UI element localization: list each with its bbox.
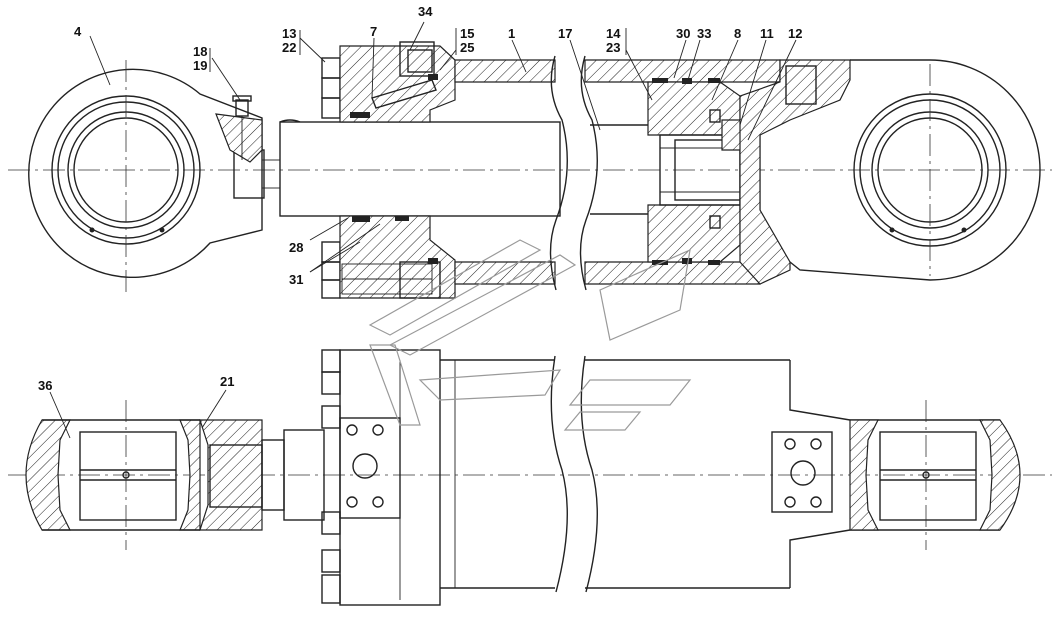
exterior-view bbox=[8, 349, 1052, 606]
cylinder-head bbox=[339, 41, 456, 299]
callout-36: 36 bbox=[38, 378, 52, 393]
callout-7: 7 bbox=[370, 24, 377, 39]
barrel-exterior bbox=[440, 355, 851, 593]
callout-21: 21 bbox=[220, 374, 234, 389]
callout-22: 22 bbox=[282, 40, 296, 55]
callout-34: 34 bbox=[418, 4, 433, 19]
rod-eye-left-exterior bbox=[25, 400, 325, 550]
callout-25: 25 bbox=[460, 40, 474, 55]
callout-11: 11 bbox=[760, 26, 774, 41]
callout-8: 8 bbox=[734, 26, 741, 41]
callout-15: 15 bbox=[460, 26, 474, 41]
watermark-logo bbox=[368, 239, 692, 431]
head-bolts-lower bbox=[321, 349, 341, 604]
callout-18: 18 bbox=[193, 44, 207, 59]
callout-14: 14 bbox=[606, 26, 621, 41]
callout-17: 17 bbox=[558, 26, 572, 41]
callout-30: 30 bbox=[676, 26, 690, 41]
base-eye-right-exterior bbox=[849, 400, 1021, 550]
callout-31: 31 bbox=[289, 272, 303, 287]
cylinder-barrel bbox=[454, 55, 781, 291]
callout-19: 19 bbox=[193, 58, 207, 73]
piston bbox=[647, 78, 761, 265]
head-block-exterior bbox=[339, 349, 441, 606]
callouts: 4 18 19 13 22 7 34 15 25 1 17 14 23 30 3… bbox=[38, 4, 802, 393]
callout-28: 28 bbox=[289, 240, 303, 255]
cylinder-base bbox=[739, 59, 1041, 285]
section-view bbox=[8, 41, 1052, 299]
leader-lines bbox=[49, 21, 797, 439]
callout-1: 1 bbox=[508, 26, 515, 41]
callout-12: 12 bbox=[788, 26, 802, 41]
rod-eye-left bbox=[28, 60, 281, 292]
callout-4: 4 bbox=[74, 24, 82, 39]
callout-13: 13 bbox=[282, 26, 296, 41]
callout-33: 33 bbox=[697, 26, 711, 41]
callout-23: 23 bbox=[606, 40, 620, 55]
